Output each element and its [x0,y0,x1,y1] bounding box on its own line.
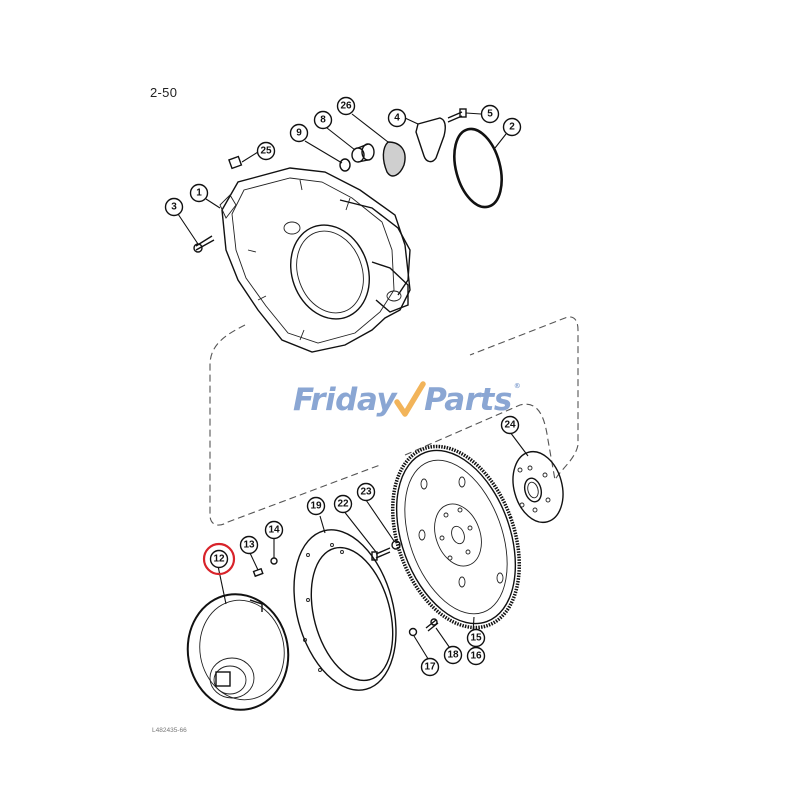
callout-26[interactable]: 26 [336,96,356,116]
figure-id: L482435-66 [152,727,187,734]
svg-text:3: 3 [171,202,177,213]
callout-13[interactable]: 13 [239,535,259,555]
housing-bolt [193,235,215,253]
callout-15[interactable]: 15 [466,628,486,648]
fitting-part [228,155,243,170]
plug-part [351,143,375,163]
o-ring-small-part [339,158,351,172]
flex-plate-part [293,529,397,691]
cover-bolt-part [447,108,467,123]
callout-17[interactable]: 17 [420,657,440,677]
watermark-text-right: Parts [424,382,512,418]
svg-text:16: 16 [470,651,482,662]
svg-text:22: 22 [337,499,349,510]
page-number: 2-50 [150,85,178,100]
callout-5[interactable]: 5 [480,104,500,124]
callout-8[interactable]: 8 [313,110,333,130]
washer-part [270,557,278,565]
callout-4[interactable]: 4 [387,108,407,128]
registered-mark: ® [513,382,521,390]
check-mark-icon [393,378,427,418]
svg-text:5: 5 [487,109,493,120]
callout-16[interactable]: 16 [466,646,486,666]
svg-text:26: 26 [340,101,352,112]
watermark-text-left: Friday [293,382,397,418]
svg-text:17: 17 [424,662,436,673]
callout-14[interactable]: 14 [264,520,284,540]
watermark-logo: Friday Parts ® [293,378,521,418]
callout-22[interactable]: 22 [333,494,353,514]
flywheel-bolt-part [425,618,439,632]
flywheel-housing [219,167,411,353]
svg-text:23: 23 [360,487,372,498]
svg-text:19: 19 [310,501,322,512]
svg-text:14: 14 [268,525,280,536]
torque-converter-part [186,593,290,711]
callout-3[interactable]: 3 [164,197,184,217]
flex-plate-washer-part [391,540,401,550]
callout-2[interactable]: 2 [502,117,522,137]
svg-text:25: 25 [260,146,272,157]
converter-bolt-part [252,567,264,578]
leader-lines [177,112,529,663]
flywheel-washer-part [408,627,418,637]
callout-1[interactable]: 1 [189,183,209,203]
callout-25[interactable]: 25 [256,141,276,161]
screen-filter-part [382,141,406,177]
svg-text:8: 8 [320,115,326,126]
callout-9[interactable]: 9 [289,123,309,143]
assembly-guide-line [209,316,579,526]
callout-23[interactable]: 23 [356,482,376,502]
flywheel-part [390,444,522,630]
svg-text:12: 12 [213,554,225,565]
cover-plate-part [415,117,446,163]
highlight-ring [202,542,236,576]
svg-text:13: 13 [243,540,255,551]
svg-text:15: 15 [470,633,482,644]
adapter-hub-part [512,450,564,524]
svg-text:18: 18 [447,650,459,661]
callout-12[interactable]: 12 [209,549,229,569]
svg-text:9: 9 [296,128,302,139]
flex-plate-bolt-part [371,547,391,561]
callout-19[interactable]: 19 [306,496,326,516]
svg-text:24: 24 [504,420,516,431]
svg-text:4: 4 [394,113,400,124]
svg-text:1: 1 [196,188,202,199]
callout-18[interactable]: 18 [443,645,463,665]
callout-24[interactable]: 24 [500,415,520,435]
svg-text:2: 2 [509,122,515,133]
o-ring-large-part [453,127,503,209]
